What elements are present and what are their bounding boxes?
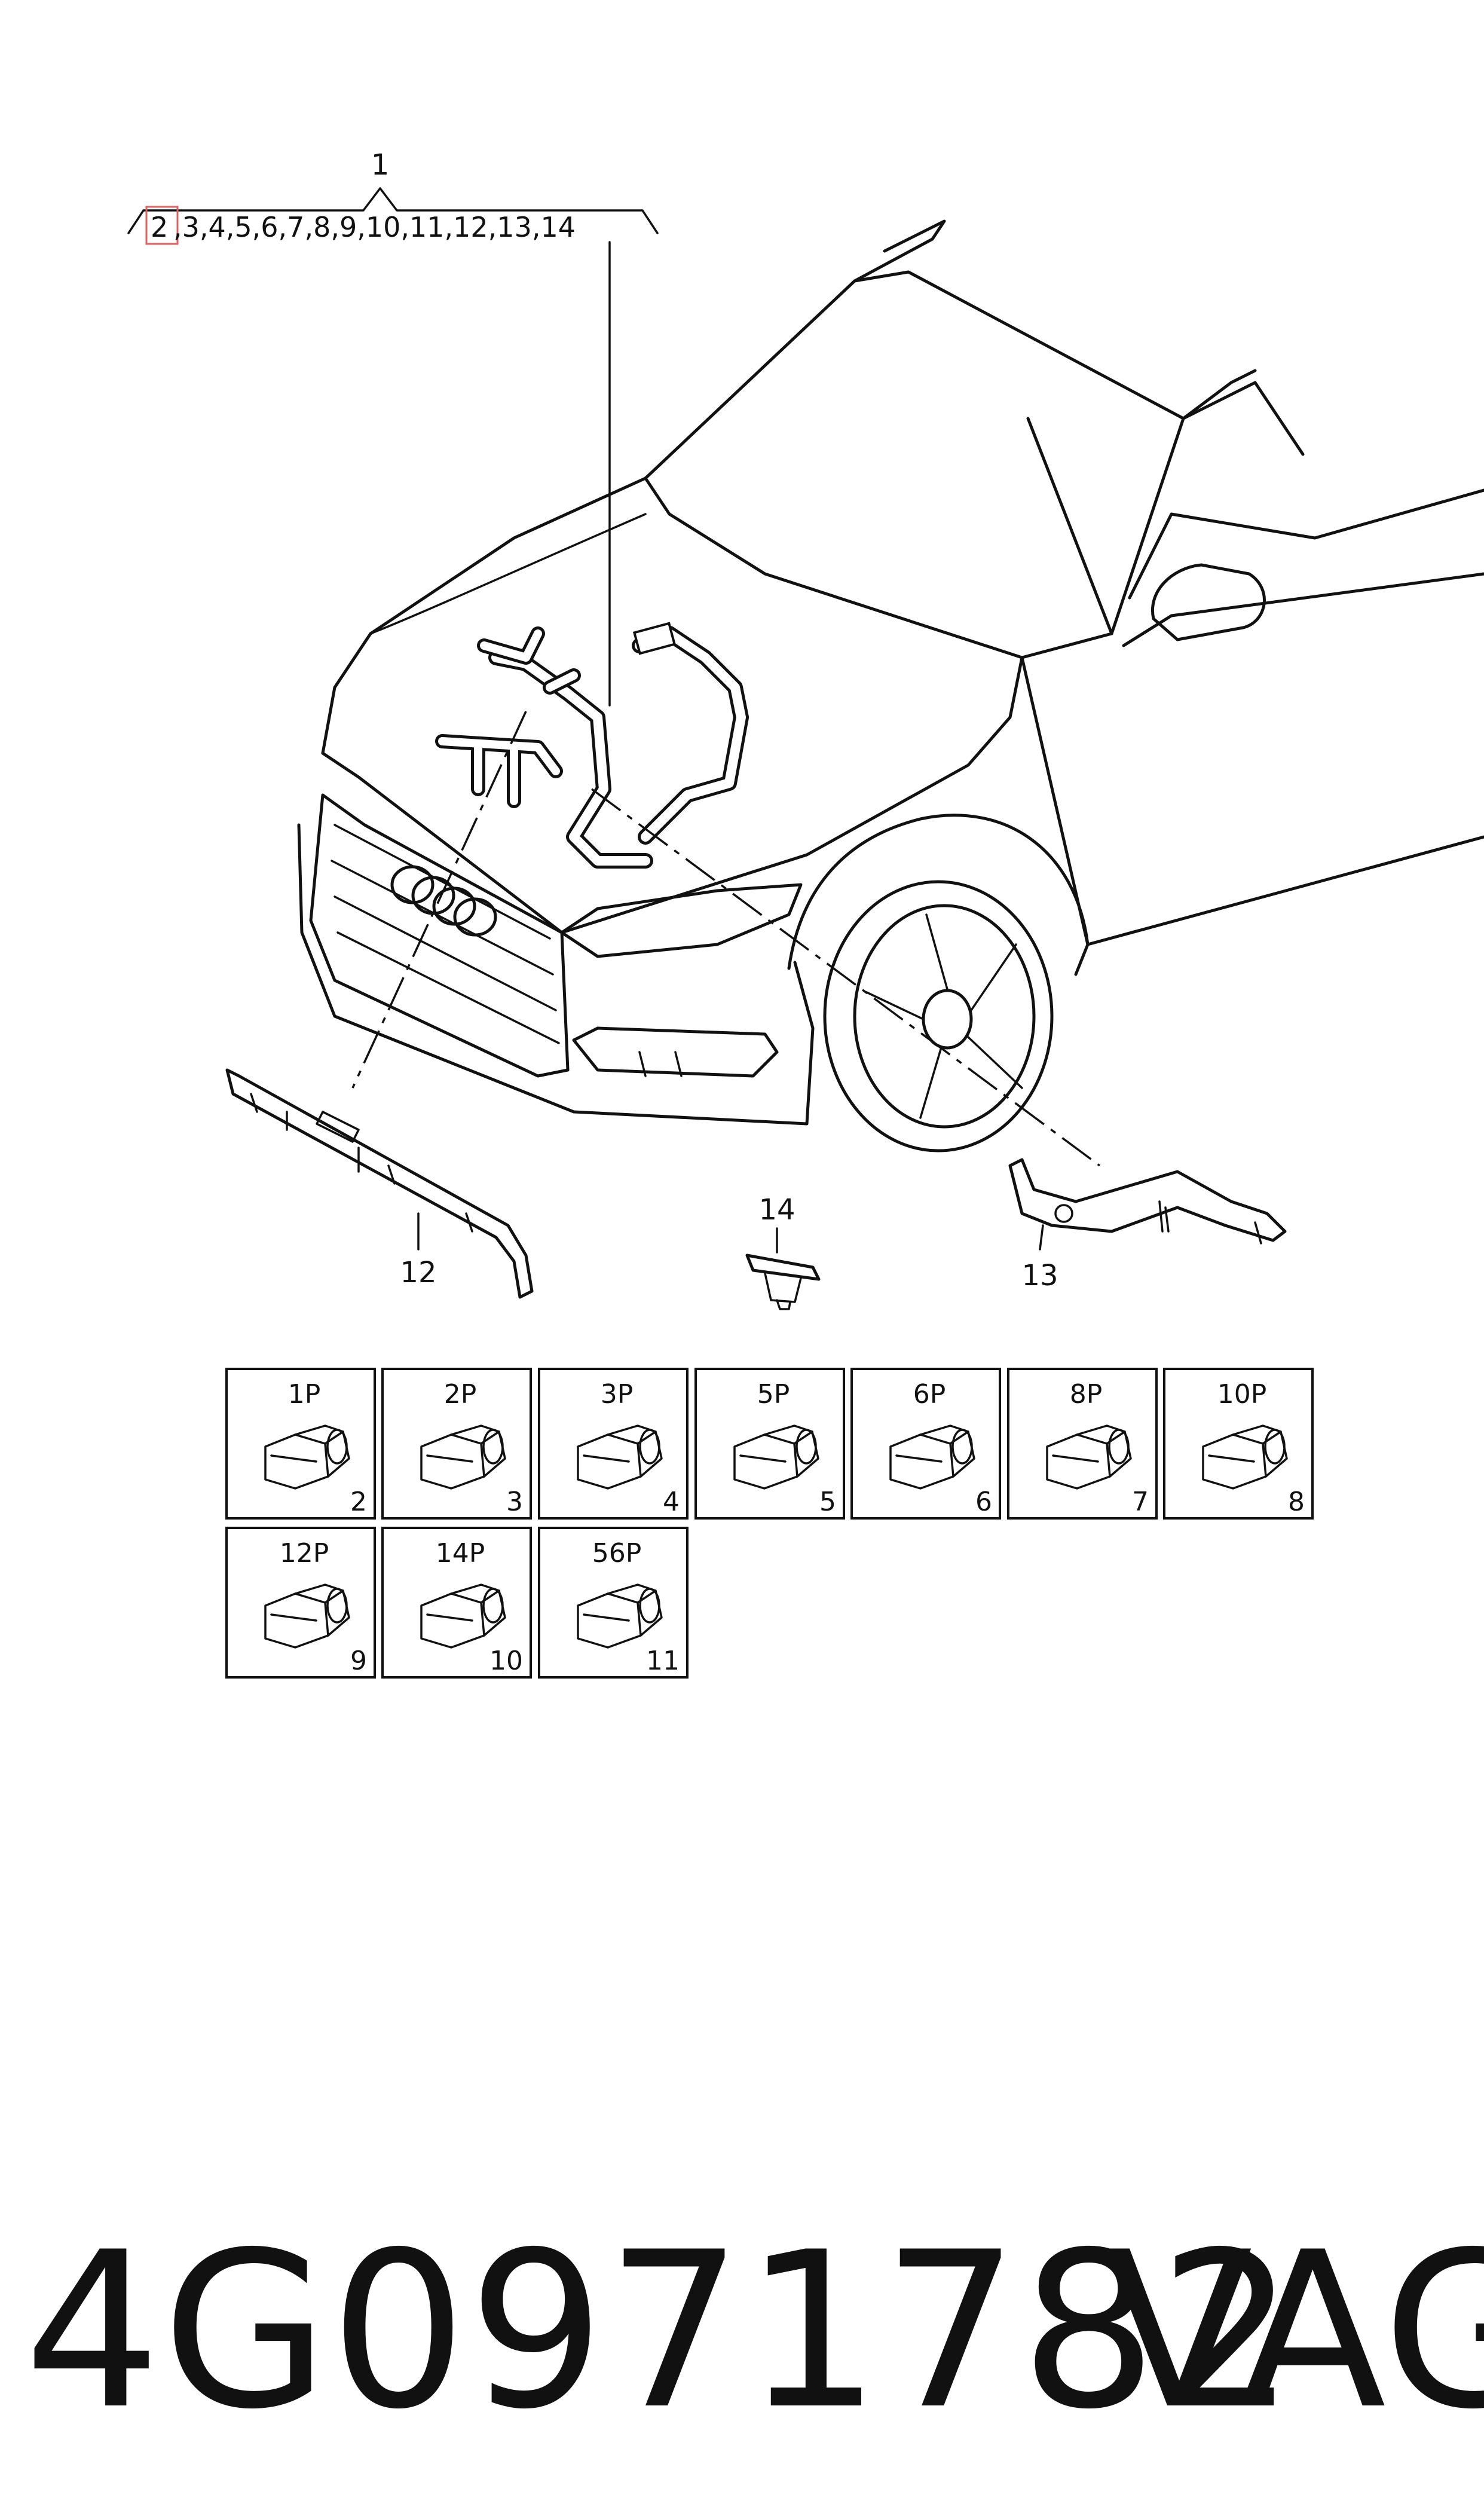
part-number: 4G0971782 xyxy=(24,2206,1297,2456)
car-illustration xyxy=(297,219,1484,1152)
leader-13 xyxy=(1039,1224,1044,1251)
connector-icon xyxy=(733,1424,819,1490)
connector-icon xyxy=(1046,1424,1132,1490)
connector-pin-label: 12P xyxy=(280,1538,329,1569)
hood-crease xyxy=(369,513,647,635)
grille-slats xyxy=(331,824,560,1044)
side-mirror xyxy=(1151,563,1266,641)
callout-12: 12 xyxy=(400,1256,436,1289)
sill-line xyxy=(1086,835,1484,946)
connector-item-number: 8 xyxy=(1288,1487,1305,1517)
connector-icon xyxy=(264,1583,350,1649)
main-callout-group: 1 2 ,3,4,5,6,7,8,9,10,11,12,13,14 xyxy=(127,148,659,707)
fog-light xyxy=(572,1026,779,1078)
connector-item-number: 7 xyxy=(1132,1487,1149,1517)
guide-outline xyxy=(1008,1158,1287,1242)
grille-outer xyxy=(309,793,570,1078)
fender-line xyxy=(1020,656,1090,946)
callout-14: 14 xyxy=(758,1193,795,1227)
part-12-rail: 12 xyxy=(225,1068,534,1299)
callout-13: 13 xyxy=(1021,1259,1058,1292)
side-window-bottom xyxy=(1122,572,1484,647)
connector-pin-label: 10P xyxy=(1217,1379,1267,1410)
fog-light-detail xyxy=(638,1051,683,1077)
highlight-box xyxy=(145,206,179,245)
connector-icon xyxy=(420,1583,506,1649)
connector-icon xyxy=(577,1424,663,1490)
rail-outline xyxy=(225,1068,534,1299)
connector-pin-label: 2P xyxy=(444,1379,477,1410)
connector-pin-label: 14P xyxy=(436,1538,485,1569)
hood-front-edge xyxy=(321,751,564,934)
sub-items-label: ,3,4,5,6,7,8,9,10,11,12,13,14 xyxy=(173,211,576,243)
audi-rings-icon xyxy=(390,865,497,937)
part-14-clip: 14 xyxy=(745,1193,821,1310)
connector-item-number: 2 xyxy=(350,1487,367,1517)
headlight xyxy=(560,883,803,958)
connector-cell: 6P 6 xyxy=(850,1368,1001,1520)
windshield-base xyxy=(644,476,1113,659)
connector-pin-label: 5P xyxy=(757,1379,790,1410)
connector-icon xyxy=(577,1583,663,1649)
front-wheel-icon xyxy=(823,880,1054,1152)
connector-cell: 2P 3 xyxy=(381,1368,532,1520)
a-pillar xyxy=(1026,417,1185,635)
connector-cell: 56P 11 xyxy=(538,1527,689,1679)
rail-clips xyxy=(250,1093,473,1233)
connector-icon xyxy=(420,1424,506,1490)
roof-line xyxy=(644,270,1305,480)
connector-cell: 5P 5 xyxy=(694,1368,845,1520)
clip-top xyxy=(745,1254,821,1281)
connector-cell: 8P 7 xyxy=(1007,1368,1158,1520)
connector-item-number: 6 xyxy=(975,1487,992,1517)
side-window-top xyxy=(1128,488,1484,600)
guide-clips xyxy=(1158,1200,1262,1245)
connector-icon xyxy=(889,1424,975,1490)
guide-hole xyxy=(1054,1204,1073,1223)
clip-body xyxy=(764,1272,802,1310)
connector-pin-label: 3P xyxy=(601,1379,634,1410)
part-13-guide: 13 xyxy=(1008,1158,1287,1292)
leader-line-12 xyxy=(351,711,527,1089)
connector-icon xyxy=(264,1424,350,1490)
wheel-spokes xyxy=(865,913,1023,1119)
wiring-harness xyxy=(435,622,749,869)
rail-bracket xyxy=(316,1111,360,1143)
front-bumper xyxy=(297,823,815,1126)
connector-item-number: 9 xyxy=(350,1646,367,1676)
connector-item-number: 4 xyxy=(663,1487,680,1517)
connector-cell: 10P 8 xyxy=(1163,1368,1314,1520)
connector-grid: 1P 2 2P 3 3P xyxy=(225,1368,1314,1679)
connector-cell: 12P 9 xyxy=(225,1527,376,1679)
connector-item-number: 5 xyxy=(819,1487,836,1517)
connector-icon xyxy=(1202,1424,1288,1490)
connector-cell: 14P 10 xyxy=(381,1527,532,1679)
connector-pin-label: 6P xyxy=(913,1379,946,1410)
connector-item-number: 10 xyxy=(489,1646,523,1676)
roof-rail-rear xyxy=(1182,369,1257,420)
wheel-arch xyxy=(787,814,1090,976)
connector-item-number: 3 xyxy=(506,1487,523,1517)
connector-cell: 1P 2 xyxy=(225,1368,376,1520)
roof-rail-front xyxy=(853,219,946,283)
connector-pin-label: 1P xyxy=(288,1379,321,1410)
connector-pin-label: 8P xyxy=(1070,1379,1103,1410)
highlighted-item-label: 2 xyxy=(151,211,168,243)
callout-bracket xyxy=(127,187,659,234)
brand-label: VAG xyxy=(1106,2206,1484,2456)
main-callout-label: 1 xyxy=(371,148,390,182)
connector-cell: 3P 4 xyxy=(538,1368,689,1520)
connector-item-number: 11 xyxy=(646,1646,680,1676)
hood-right-edge xyxy=(560,656,1024,934)
connector-pin-label: 56P xyxy=(592,1538,642,1569)
leader-line-13 xyxy=(590,788,1101,1167)
